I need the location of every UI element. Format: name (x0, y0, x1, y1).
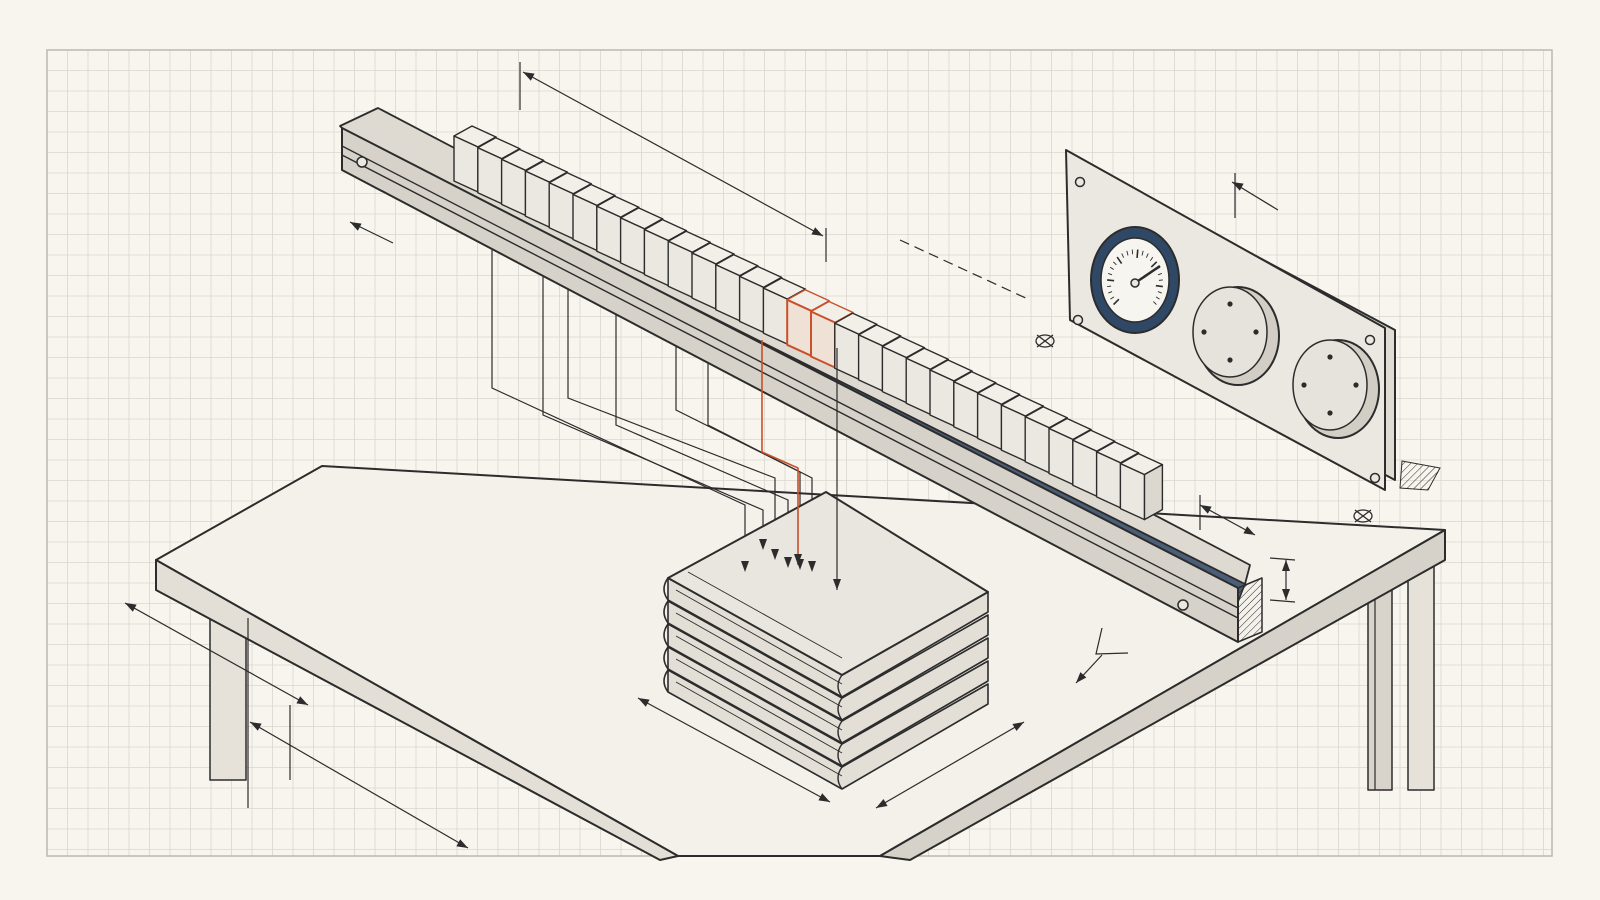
datum-target-icon (1353, 509, 1373, 523)
dimension-arrowheads (125, 72, 1290, 848)
dimension-arrow-icon (1243, 526, 1255, 535)
dimension-arrow-icon (125, 603, 137, 612)
dimension-arrow-icon (808, 561, 816, 572)
blank-disc-icon (1192, 286, 1280, 386)
dimension-arrow-icon (833, 579, 841, 590)
sheet-layer (663, 646, 989, 767)
instrument-panel (1065, 149, 1441, 491)
dimension-arrow-icon (876, 799, 888, 808)
stacked-sheets (663, 491, 989, 790)
slot-plate (1119, 452, 1164, 521)
dimension-arrow-icon (638, 698, 650, 707)
dimension-arrow-icon (522, 71, 824, 237)
table-leg-back (1367, 585, 1393, 791)
dimension-arrow-icon (1232, 182, 1244, 191)
section-hatch-icon (1399, 460, 1441, 491)
dimension-arrow-icon (784, 557, 792, 568)
sheet-layer (663, 623, 989, 744)
dimension-arrow-icon (296, 696, 308, 705)
dimension-arrow-icon (1200, 505, 1212, 514)
dimension-arrow-icon (637, 697, 831, 803)
dimension-arrow-icon (1282, 589, 1290, 600)
dimension-arrow-icon (741, 561, 749, 572)
highlight-leader-line (761, 340, 799, 565)
dimension-arrow-icon (875, 721, 1025, 809)
sheet-layer (663, 600, 989, 721)
section-hatch-icon (1237, 577, 1263, 643)
dimension-arrow-icon (811, 227, 823, 236)
stack-top-sheet (667, 491, 989, 676)
blank-disc-icon (1292, 339, 1380, 439)
dimension-arrow-icon (794, 554, 802, 565)
dimension-arrow-icon (1076, 672, 1087, 683)
dimension-arrow-icon (250, 722, 262, 731)
datum-target-icon (1035, 334, 1055, 348)
screw-icon (1369, 472, 1381, 484)
rail-slots (453, 125, 1164, 521)
dimension-arrow-icon (759, 539, 767, 550)
dimension-arrow-icon (124, 602, 309, 706)
dimension-arrow-icon (523, 72, 535, 81)
bolt-icon (356, 156, 368, 168)
screw-icon (1364, 334, 1376, 346)
slotted-rail (339, 107, 1263, 643)
table-edge-front-right (879, 529, 1446, 861)
sheet-layer (663, 669, 989, 790)
screw-icon (1074, 176, 1086, 188)
screw-icon (1072, 314, 1084, 326)
table-leg-right (1407, 564, 1435, 791)
dimension-arrow-icon (249, 721, 469, 849)
dimension-arrow-icon (1282, 560, 1290, 571)
dimension-arrow-icon (1012, 722, 1024, 731)
slot-plate (1048, 417, 1092, 486)
bolt-icon (1177, 599, 1189, 611)
dimension-arrow-icon (818, 793, 830, 802)
pressure-gauge-icon (1090, 226, 1180, 334)
table-edge-front-left (155, 559, 679, 861)
dimension-arrow-icon (456, 839, 468, 848)
dimension-arrow-icon (350, 222, 362, 231)
dimension-arrow-icon (771, 549, 779, 560)
